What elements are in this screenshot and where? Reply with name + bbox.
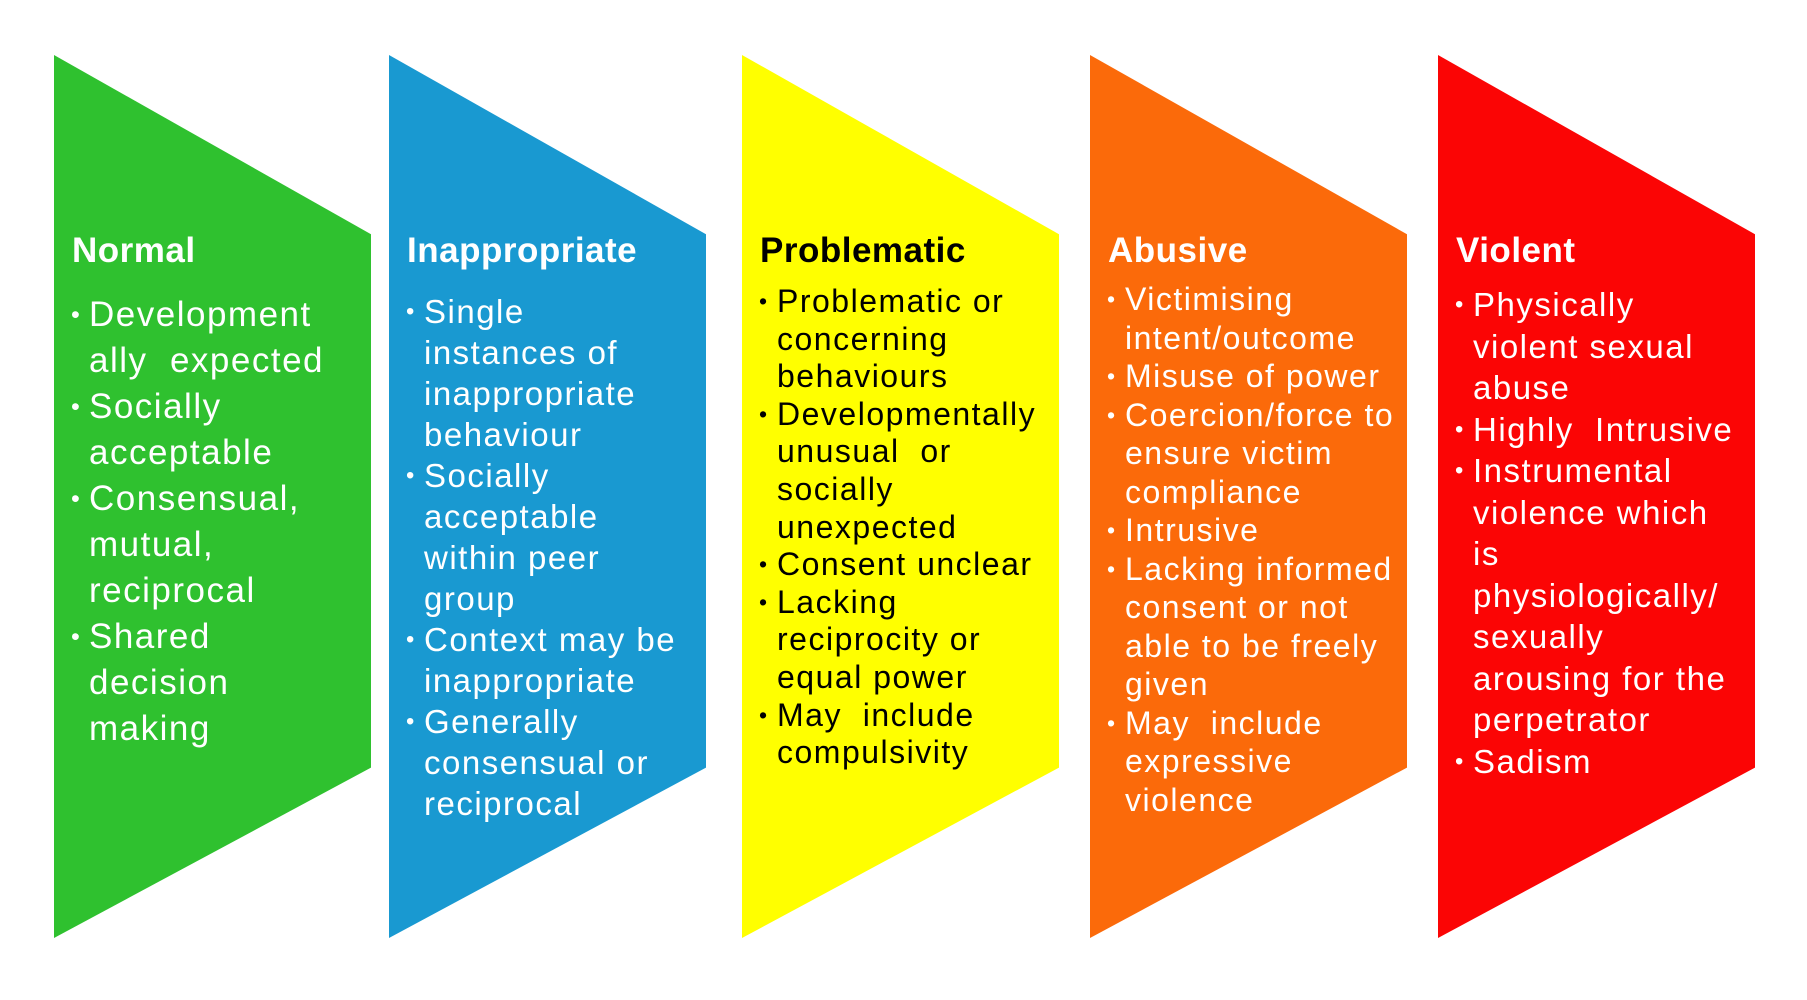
banner-abusive: Abusive • Victimising intent/outcome • Misus… — [1090, 55, 1407, 938]
bullet-text: Lacking informed consent or not able to … — [1125, 550, 1393, 703]
bullet-item: •Socially acceptable — [54, 384, 367, 476]
bullet-item: • Sadism — [1438, 741, 1751, 783]
bullet-dot-icon: • — [759, 701, 769, 728]
bullet-item: • Generally consensual or reciprocal — [389, 701, 702, 824]
bullet-item: • Socially acceptable within peer group — [389, 455, 702, 619]
bullet-text: Victimising intent/outcome — [1125, 281, 1356, 356]
banner-inappropriate: Inappropriate • Single instances of inappr… — [389, 55, 706, 938]
bullet-text: Sadism — [1473, 742, 1593, 780]
bullet-text: Socially acceptable — [89, 387, 274, 472]
bullet-item: •Consensual, mutual, reciprocal — [54, 476, 367, 614]
bullet-item: • Lacking informed consent or not able to… — [1090, 550, 1403, 704]
banner-content-abusive: Abusive • Victimising intent/outcome • Misus… — [1090, 229, 1403, 819]
bullet-text: Intrusive — [1125, 512, 1260, 548]
bullet-list-abusive: • Victimising intent/outcome • Misuse of po… — [1090, 280, 1403, 819]
bullet-dot-icon: • — [759, 551, 769, 578]
bullet-item: • Single instances of inappropriate behav… — [389, 291, 702, 455]
bullet-dot-icon: • — [759, 288, 769, 314]
bullet-item: • Intrusive — [1090, 511, 1403, 550]
bullet-text: Instrumental violence which is physiolog… — [1473, 452, 1727, 738]
bullet-text: Problematic or concerning behaviours — [777, 283, 1005, 395]
column-title-problematic: Problematic — [760, 231, 966, 270]
column-title-violent: Violent — [1456, 231, 1576, 270]
bullet-text: Context may be inappropriate — [424, 621, 677, 699]
bullet-dot-icon: • — [759, 588, 769, 615]
bullet-dot-icon: • — [1107, 709, 1117, 736]
bullet-dot-icon: • — [1107, 555, 1117, 582]
bullet-item: • Highly Intrusive — [1438, 409, 1751, 451]
bullet-dot-icon: • — [71, 485, 82, 513]
bullet-dot-icon: • — [1107, 401, 1117, 428]
banner-normal: Normal•Development ally expected•Sociall… — [54, 55, 371, 938]
bullet-text: May include expressive violence — [1125, 704, 1323, 818]
bullet-text: Single instances of inappropriate behavi… — [424, 293, 637, 453]
bullet-dot-icon: • — [1455, 457, 1465, 484]
column-title-normal: Normal — [72, 231, 196, 270]
bullet-text: Developmentally unusual or socially unex… — [777, 395, 1037, 545]
bullet-text: Misuse of power — [1125, 358, 1381, 394]
banner-content-violent: Violent•Physically violent sexual abuse•… — [1438, 229, 1751, 782]
bullet-text: May include compulsivity — [777, 696, 975, 771]
bullet-item: • Context may be inappropriate — [389, 619, 702, 701]
banner-problematic: Problematic • Problematic or concerning be… — [742, 55, 1059, 938]
bullet-list-violent: • Physically violent sexual abuse • Highly … — [1438, 284, 1751, 782]
bullet-item: • Consent unclear — [742, 546, 1055, 584]
bullet-item: • Misuse of power — [1090, 357, 1403, 396]
bullet-item: • May include expressive violence — [1090, 704, 1403, 820]
bullet-dot-icon: • — [1107, 286, 1117, 312]
bullet-text: Coercion/force to ensure victim complian… — [1125, 396, 1395, 510]
bullet-item: • Coercion/force to ensure victim complia… — [1090, 396, 1403, 512]
bullet-text: Physically violent sexual abuse — [1473, 286, 1694, 406]
bullet-dot-icon: • — [1107, 363, 1117, 389]
bullet-item: • Problematic or concerning behaviours — [742, 283, 1055, 396]
bullet-list-normal: •Development ally expected•Socially acce… — [54, 292, 367, 752]
bullet-text: Shared decision making — [89, 617, 230, 748]
bullet-item: • Victimising intent/outcome — [1090, 280, 1403, 357]
bullet-text: Socially acceptable within peer group — [424, 457, 601, 617]
column-title-abusive: Abusive — [1108, 231, 1248, 270]
bullet-item: • Developmentally unusual or socially une… — [742, 396, 1055, 546]
bullet-item: • Instrumental violence which is physiolo… — [1438, 450, 1751, 741]
bullet-dot-icon: • — [71, 301, 82, 329]
bullet-dot-icon: • — [759, 400, 769, 427]
banner-violent: Violent•Physically violent sexual abuse•… — [1438, 55, 1755, 938]
bullet-text: Highly Intrusive — [1473, 410, 1734, 448]
bullet-dot-icon: • — [406, 626, 416, 653]
bullet-dot-icon: • — [406, 298, 416, 325]
column-title-inappropriate: Inappropriate — [407, 231, 638, 270]
bullet-list-inappropriate: • Single instances of inappropriate behav… — [389, 291, 702, 824]
bullet-dot-icon: • — [1455, 747, 1465, 775]
banner-content-inappropriate: Inappropriate • Single instances of inappr… — [389, 229, 702, 824]
bullet-text: Development ally expected — [89, 295, 325, 380]
bullet-item: • Physically violent sexual abuse — [1438, 284, 1751, 409]
bullet-dot-icon: • — [1455, 291, 1465, 318]
banner-content-normal: Normal•Development ally expected•Sociall… — [54, 229, 367, 752]
banner-content-problematic: Problematic • Problematic or concerning be… — [742, 229, 1055, 772]
bullet-text: Generally consensual or reciprocal — [424, 703, 649, 822]
bullet-item: •Development ally expected — [54, 292, 367, 384]
bullet-dot-icon: • — [1455, 415, 1465, 443]
bullet-dot-icon: • — [406, 462, 416, 489]
bullet-item: •Shared decision making — [54, 614, 367, 752]
bullet-dot-icon: • — [406, 708, 416, 735]
bullet-item: • May include compulsivity — [742, 697, 1055, 772]
bullet-text: Consent unclear — [777, 546, 1033, 583]
bullet-item: • Lacking reciprocity or equal power — [742, 584, 1055, 697]
bullet-dot-icon: • — [71, 623, 82, 651]
bullet-dot-icon: • — [71, 393, 82, 421]
bullet-dot-icon: • — [1107, 517, 1117, 543]
bullet-text: Consensual, mutual, reciprocal — [89, 479, 301, 610]
bullet-list-problematic: • Problematic or concerning behaviours • De… — [742, 283, 1055, 772]
bullet-text: Lacking reciprocity or equal power — [777, 583, 982, 695]
